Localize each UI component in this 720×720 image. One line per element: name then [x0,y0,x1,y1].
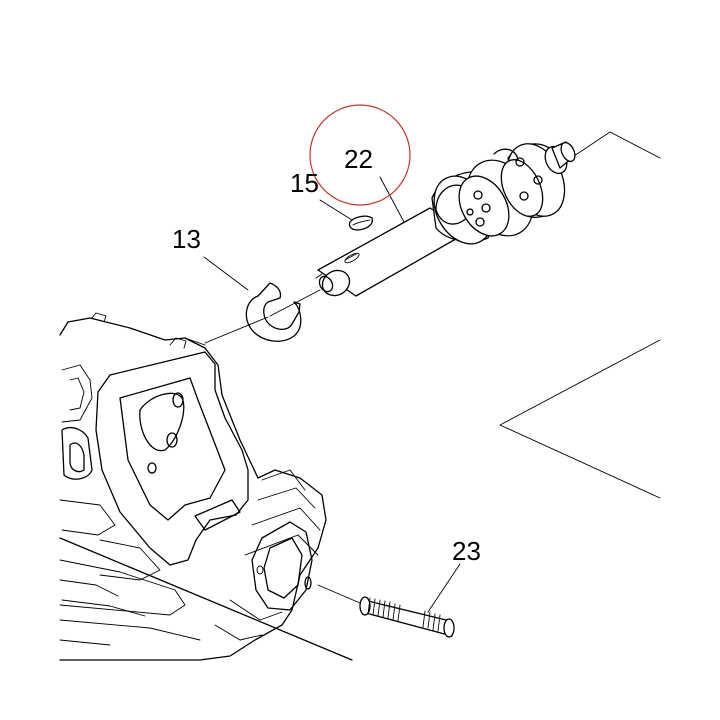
callout-13: 13 [172,224,201,254]
sheet-border [499,131,661,499]
cylinder-head [59,312,353,661]
leader-lines [203,176,461,613]
camshaft-part-22 [315,141,576,297]
highlight-circle [309,104,411,206]
stud-part-23 [359,596,455,638]
woodruff-key-part-15 [348,215,374,231]
callout-15: 15 [290,168,319,198]
assembly-axis-lines [204,289,361,604]
callout-23: 23 [452,536,481,566]
callout-22: 22 [344,144,373,174]
circlip-part-13 [245,282,302,342]
